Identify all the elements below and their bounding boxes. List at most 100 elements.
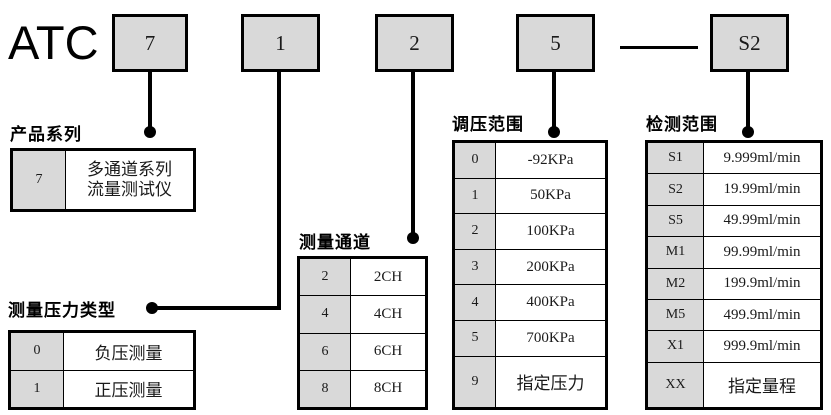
table-row: S2 19.99ml/min bbox=[647, 173, 821, 206]
table-row: 5 700KPa bbox=[454, 319, 606, 357]
cell-code: M5 bbox=[647, 298, 704, 332]
table-row: S1 9.999ml/min bbox=[647, 141, 821, 175]
table-row: 2 2CH bbox=[299, 257, 426, 297]
cell-value: 2CH bbox=[350, 257, 426, 297]
cell-code: X1 bbox=[647, 330, 704, 363]
cell-value-line2: 流量测试仪 bbox=[87, 180, 172, 199]
table-row: 0 -92KPa bbox=[454, 142, 606, 179]
connector-dot-pressure-type bbox=[146, 302, 158, 314]
connector-product-series bbox=[148, 72, 152, 132]
cell-code: 6 bbox=[299, 332, 351, 371]
cell-value: 多通道系列 流量测试仪 bbox=[65, 150, 194, 210]
model-separator-dash bbox=[620, 46, 698, 49]
section-title-product-series: 产品系列 bbox=[10, 125, 82, 144]
code-box-detection-range: S2 bbox=[710, 14, 789, 72]
cell-value: 400KPa bbox=[495, 284, 606, 321]
table-row: S5 49.99ml/min bbox=[647, 204, 821, 238]
cell-code: XX bbox=[647, 361, 704, 409]
table-row: 1 50KPa bbox=[454, 177, 606, 215]
cell-code: S1 bbox=[647, 141, 704, 175]
cell-value: 6CH bbox=[350, 332, 426, 371]
cell-code: 7 bbox=[12, 150, 66, 210]
cell-code: S5 bbox=[647, 204, 704, 238]
cell-value: 200KPa bbox=[495, 248, 606, 286]
code-box-product-series: 7 bbox=[112, 14, 188, 72]
table-row: 0 负压测量 bbox=[10, 332, 194, 371]
cell-value: -92KPa bbox=[495, 142, 606, 179]
cell-code: 0 bbox=[454, 142, 496, 179]
code-box-detection-range-label: S2 bbox=[738, 30, 761, 55]
code-box-channels-label: 2 bbox=[409, 30, 420, 55]
code-box-pressure-type: 1 bbox=[241, 14, 320, 72]
cell-code: 5 bbox=[454, 319, 496, 357]
connector-channels bbox=[411, 72, 415, 238]
code-box-pressure-type-label: 1 bbox=[275, 30, 286, 55]
table-row: 7 多通道系列 流量测试仪 bbox=[12, 150, 194, 210]
connector-dot-channels bbox=[407, 232, 419, 244]
legend-table-pressure-type: 0 负压测量 1 正压测量 bbox=[8, 330, 196, 410]
table-row: 2 100KPa bbox=[454, 213, 606, 250]
cell-code: 9 bbox=[454, 355, 496, 409]
cell-value: 100KPa bbox=[495, 213, 606, 250]
code-box-pressure-range-label: 5 bbox=[550, 30, 561, 55]
section-title-pressure-type: 测量压力类型 bbox=[8, 301, 116, 320]
connector-pressure-type-vertical bbox=[277, 72, 281, 310]
legend-table-product-series: 7 多通道系列 流量测试仪 bbox=[10, 148, 196, 212]
cell-value: 指定压力 bbox=[495, 355, 606, 409]
cell-value: 49.99ml/min bbox=[703, 204, 821, 238]
cell-value: 50KPa bbox=[495, 177, 606, 215]
cell-value: 8CH bbox=[350, 369, 426, 409]
cell-value: 700KPa bbox=[495, 319, 606, 357]
cell-value: 19.99ml/min bbox=[703, 173, 821, 206]
connector-dot-detection-range bbox=[742, 126, 754, 138]
cell-value-line1: 多通道系列 bbox=[87, 160, 172, 180]
section-title-pressure-range: 调压范围 bbox=[452, 115, 524, 134]
section-title-channels: 测量通道 bbox=[299, 233, 371, 252]
cell-value: 199.9ml/min bbox=[703, 267, 821, 300]
legend-table-pressure-range: 0 -92KPa 1 50KPa 2 100KPa 3 200KPa 4 400… bbox=[452, 140, 608, 410]
code-box-product-series-label: 7 bbox=[144, 30, 156, 55]
cell-code: 0 bbox=[10, 332, 64, 371]
legend-table-detection-range: S1 9.999ml/min S2 19.99ml/min S5 49.99ml… bbox=[645, 140, 823, 410]
table-row: M5 499.9ml/min bbox=[647, 298, 821, 332]
table-row: 6 6CH bbox=[299, 332, 426, 371]
table-row: 3 200KPa bbox=[454, 248, 606, 286]
cell-code: S2 bbox=[647, 173, 704, 206]
table-row: M2 199.9ml/min bbox=[647, 267, 821, 300]
cell-value: 指定量程 bbox=[703, 361, 821, 409]
cell-code: 3 bbox=[454, 248, 496, 286]
connector-pressure-range bbox=[552, 72, 556, 132]
cell-value: 99.99ml/min bbox=[703, 236, 821, 269]
legend-table-channels: 2 2CH 4 4CH 6 6CH 8 8CH bbox=[297, 256, 428, 410]
cell-code: 1 bbox=[10, 369, 64, 408]
table-row: 4 400KPa bbox=[454, 284, 606, 321]
table-row: 9 指定压力 bbox=[454, 355, 606, 409]
table-row: M1 99.99ml/min bbox=[647, 236, 821, 269]
cell-value: 999.9ml/min bbox=[703, 330, 821, 363]
cell-value: 9.999ml/min bbox=[703, 141, 821, 175]
table-row: X1 999.9ml/min bbox=[647, 330, 821, 363]
connector-dot-pressure-range bbox=[548, 126, 560, 138]
cell-code: 4 bbox=[299, 295, 351, 334]
cell-value: 负压测量 bbox=[63, 332, 194, 371]
cell-value: 正压测量 bbox=[63, 369, 194, 408]
cell-code: M1 bbox=[647, 236, 704, 269]
code-box-pressure-range: 5 bbox=[516, 14, 595, 72]
table-row: 1 正压测量 bbox=[10, 369, 194, 408]
connector-dot-product-series bbox=[144, 126, 156, 138]
table-row: XX 指定量程 bbox=[647, 361, 821, 409]
cell-code: 1 bbox=[454, 177, 496, 215]
code-box-channels: 2 bbox=[375, 14, 454, 72]
model-prefix-label: ATC bbox=[8, 16, 99, 69]
section-title-detection-range: 检测范围 bbox=[646, 115, 718, 134]
cell-code: M2 bbox=[647, 267, 704, 300]
cell-code: 8 bbox=[299, 369, 351, 409]
connector-pressure-type-horizontal bbox=[152, 306, 281, 310]
cell-value: 4CH bbox=[350, 295, 426, 334]
connector-detection-range bbox=[746, 72, 750, 132]
cell-code: 2 bbox=[299, 257, 351, 297]
cell-value: 499.9ml/min bbox=[703, 298, 821, 332]
table-row: 4 4CH bbox=[299, 295, 426, 334]
cell-code: 4 bbox=[454, 284, 496, 321]
